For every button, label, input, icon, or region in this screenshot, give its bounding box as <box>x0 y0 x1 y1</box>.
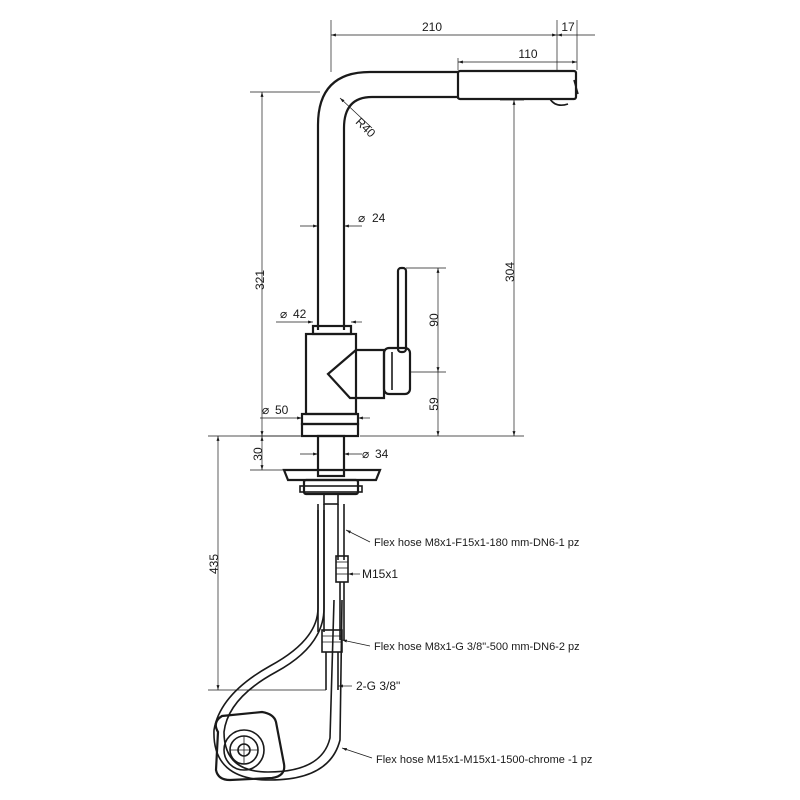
spout-head <box>456 69 578 101</box>
aerator <box>549 98 569 106</box>
pullout-hose-outer <box>213 510 343 781</box>
dimension-labels: 210 17 110 R40 ⌀ 24 321 304 ⌀ 42 90 59 ⌀… <box>207 20 575 574</box>
weight-ring-outer <box>223 729 265 771</box>
faucet-outline <box>282 69 579 505</box>
mixer-body <box>304 332 358 416</box>
dim-17: 17 <box>561 20 575 34</box>
dim-90: 90 <box>427 313 441 327</box>
base-ring <box>300 412 360 426</box>
mounting-plate <box>282 468 382 482</box>
callout-hose-3: Flex hose M15x1-M15x1-1500-chrome -1 pz <box>376 754 592 766</box>
dim-30: 30 <box>251 447 265 461</box>
callout-hose-2: Flex hose M8x1-G 3/8"-500 mm-DN6-2 pz <box>374 641 580 653</box>
callout-labels: Flex hose M8x1-F15x1-180 mm-DN6-1 pz M15… <box>356 537 592 766</box>
dim-435: 435 <box>207 554 221 574</box>
callout-connection: 2-G 3/8" <box>356 679 400 693</box>
counterweight <box>214 710 286 782</box>
dim-34: 34 <box>375 447 389 461</box>
diameter-symbol-24: ⌀ <box>358 211 365 225</box>
hose-assembly <box>213 504 349 782</box>
dim-110: 110 <box>518 47 537 61</box>
diameter-symbol-50: ⌀ <box>262 403 269 417</box>
pullout-hose-inner <box>223 510 335 773</box>
lever-housing <box>326 348 386 400</box>
callout-hose-1: Flex hose M8x1-F15x1-180 mm-DN6-1 pz <box>374 537 579 549</box>
threaded-rod <box>323 493 339 505</box>
spout-column <box>316 70 458 330</box>
lever-cap <box>382 346 412 396</box>
dim-210: 210 <box>422 20 442 34</box>
dim-321: 321 <box>253 270 267 290</box>
dim-304: 304 <box>503 262 517 282</box>
dim-42: 42 <box>293 307 307 321</box>
dim-50: 50 <box>275 403 289 417</box>
shank <box>316 434 346 478</box>
diameter-symbol-42: ⌀ <box>280 307 287 321</box>
callout-thread: M15x1 <box>362 567 398 581</box>
spout-column-inner <box>342 95 458 330</box>
m15-fitting <box>335 555 349 583</box>
dim-r40: R40 <box>353 115 379 141</box>
dim-59: 59 <box>427 397 441 411</box>
dim-24: 24 <box>372 211 386 225</box>
diameter-symbol-34: ⌀ <box>362 447 369 461</box>
base-ring-lower <box>300 422 360 438</box>
lever-handle <box>396 266 408 354</box>
dimension-lines <box>208 20 595 759</box>
